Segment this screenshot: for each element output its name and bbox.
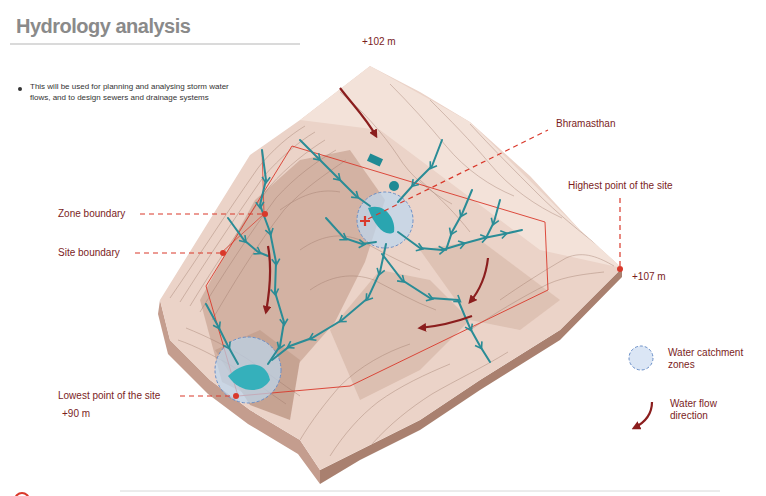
title: Hydrology analysis bbox=[16, 14, 190, 38]
callout-label: Highest point of the site bbox=[568, 180, 673, 192]
callout-label: Site boundary bbox=[58, 247, 120, 259]
legend-text: Water catchment zones bbox=[668, 347, 748, 371]
legend-text: Water flow direction bbox=[670, 398, 740, 422]
elevation-label: +102 m bbox=[362, 36, 396, 48]
callout-label: Lowest point of the site bbox=[58, 390, 160, 402]
callout-label: Bhramasthan bbox=[556, 118, 615, 130]
elevation-label: +107 m bbox=[632, 271, 666, 283]
elevation-label: +90 m bbox=[62, 408, 90, 420]
callout-label: Zone boundary bbox=[58, 208, 125, 220]
note-text: This will be used for planning and analy… bbox=[30, 82, 230, 104]
